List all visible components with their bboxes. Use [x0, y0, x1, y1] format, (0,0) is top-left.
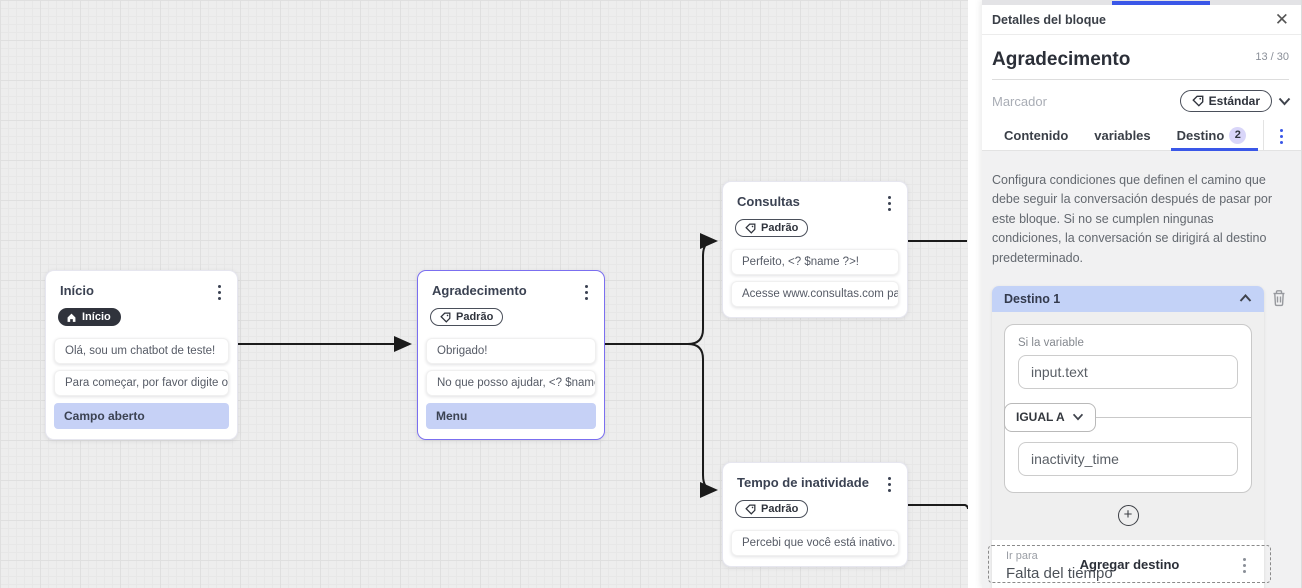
title-underline	[992, 79, 1289, 80]
marker-badge: Padrão	[430, 308, 504, 326]
destination-count-badge: 2	[1229, 126, 1247, 144]
node-title: Início	[60, 283, 94, 298]
menu-row[interactable]: Menu	[426, 402, 596, 429]
edge-tempo-out	[908, 504, 968, 510]
panel-top-tabstrip	[982, 0, 1301, 5]
flow-canvas[interactable]: Início Início Olá, sou um chatbot de tes…	[0, 0, 968, 588]
open-field-row[interactable]: Campo aberto	[54, 402, 229, 429]
node-title: Agradecimento	[432, 283, 527, 298]
tab-contenido[interactable]: Contenido	[1004, 127, 1069, 143]
condition-box: Si la variable IGUAL A	[1004, 323, 1252, 493]
message-bubble[interactable]: No que posso ajudar, <? $name ...	[426, 369, 596, 396]
marker-badge: Padrão	[735, 500, 809, 518]
panel-tabs: Contenido variables Destino 2	[982, 120, 1301, 151]
char-counter: 13 / 30	[1255, 51, 1289, 63]
tag-icon	[745, 223, 756, 234]
tag-icon	[440, 312, 451, 323]
tag-icon	[1191, 95, 1204, 107]
panel-title: Detalles del bloque	[992, 12, 1106, 27]
compare-value-input[interactable]	[1018, 441, 1238, 476]
add-destination-button[interactable]: Agregar destino	[988, 545, 1271, 583]
node-menu-icon[interactable]	[884, 475, 895, 494]
tab-variables[interactable]: variables	[1094, 127, 1151, 143]
goto-section: Ir para Falta del tiempo	[992, 539, 1264, 588]
chevron-down-icon[interactable]	[1278, 97, 1291, 106]
node-title: Consultas	[737, 194, 800, 209]
node-tempo-inatividade[interactable]: Tempo de inatividade Padrão Percebi que …	[722, 462, 908, 567]
message-bubble[interactable]: Percebi que você está inativo. C...	[731, 529, 899, 556]
block-name-input[interactable]: Agradecimento	[992, 49, 1131, 70]
variable-input[interactable]	[1018, 354, 1238, 389]
goto-target[interactable]: Falta del tiempo	[1006, 564, 1113, 582]
delete-destination-icon[interactable]	[1271, 289, 1287, 312]
marker-badge: Padrão	[735, 219, 809, 237]
edge-agradecimento-tempo	[687, 343, 718, 498]
marker-field[interactable]: Marcador	[992, 93, 1047, 109]
message-bubble[interactable]: Para começar, por favor digite o ...	[54, 369, 229, 396]
destination-description: Configura condiciones que definen el cam…	[992, 173, 1273, 265]
goto-menu-icon[interactable]	[1239, 556, 1250, 575]
node-menu-icon[interactable]	[884, 194, 895, 213]
destination-card: Destino 1 Si la variable IGUAL A	[992, 285, 1285, 588]
goto-label: Ir para	[1006, 549, 1038, 562]
close-icon[interactable]: ✕	[1274, 10, 1289, 29]
start-badge: Início	[58, 308, 121, 326]
destination-title: Destino 1	[1004, 291, 1061, 306]
edge-agradecimento-consultas	[605, 233, 718, 345]
chevron-down-icon	[1072, 414, 1083, 421]
block-details-panel: Detalles del bloque ✕ Agradecimento 13 /…	[982, 0, 1302, 588]
message-bubble[interactable]: Olá, sou um chatbot de teste!	[54, 337, 229, 364]
node-inicio[interactable]: Início Início Olá, sou um chatbot de tes…	[45, 270, 238, 440]
condition-divider: IGUAL A	[1004, 402, 1251, 432]
node-menu-icon[interactable]	[214, 283, 225, 302]
tab-separator	[1263, 120, 1264, 150]
node-agradecimento[interactable]: Agradecimento Padrão Obrigado! No que po…	[417, 270, 605, 440]
chevron-up-icon[interactable]	[1239, 294, 1252, 303]
message-bubble[interactable]: Perfeito, <? $name ?>!	[731, 248, 899, 275]
tab-destino[interactable]: Destino 2	[1170, 120, 1258, 151]
active-tab-indicator	[1112, 1, 1210, 5]
operator-select[interactable]: IGUAL A	[1004, 402, 1096, 432]
node-consultas[interactable]: Consultas Padrão Perfeito, <? $name ?>! …	[722, 181, 908, 318]
message-bubble[interactable]: Obrigado!	[426, 337, 596, 364]
tag-icon	[745, 504, 756, 515]
message-bubble[interactable]: Acesse www.consultas.com par...	[731, 280, 899, 307]
marker-select[interactable]: Estándar	[1179, 90, 1272, 112]
condition-label: Si la variable	[1018, 336, 1084, 349]
node-title: Tempo de inatividade	[737, 475, 869, 490]
tab-overflow-menu-icon[interactable]	[1276, 127, 1287, 146]
node-menu-icon[interactable]	[581, 283, 592, 302]
add-condition-button[interactable]: +	[1117, 504, 1139, 526]
home-icon	[67, 313, 76, 322]
destination-header[interactable]: Destino 1	[992, 285, 1264, 312]
